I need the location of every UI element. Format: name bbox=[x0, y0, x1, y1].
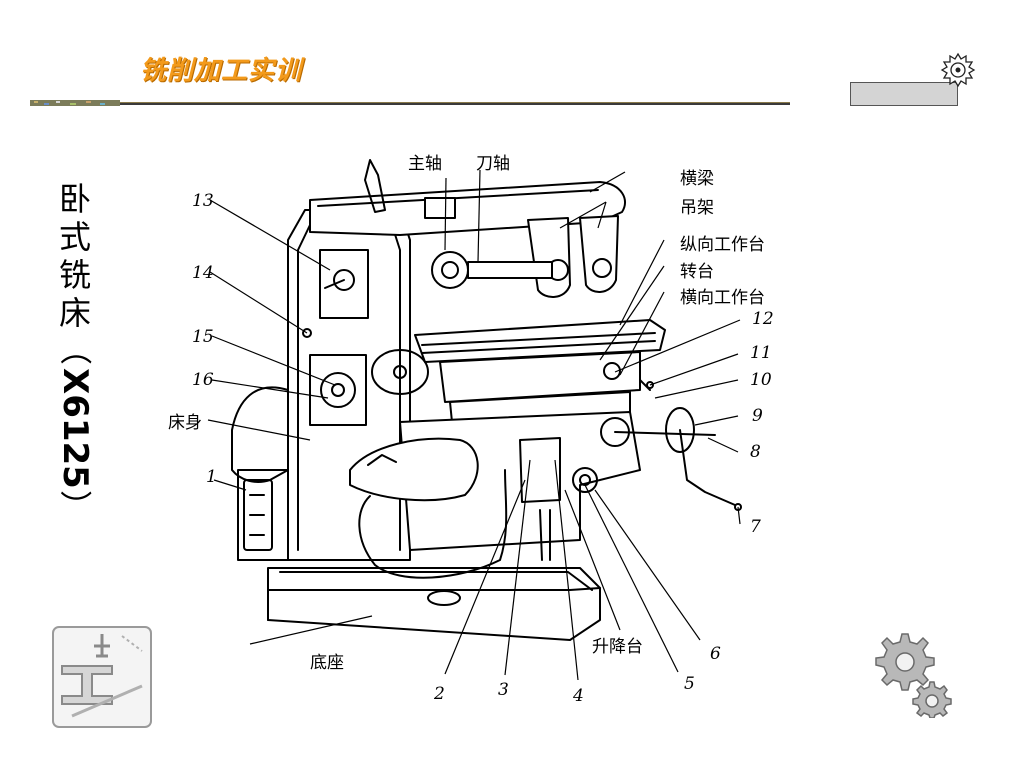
side-title-open-paren: （ bbox=[56, 332, 94, 365]
callout-number: 4 bbox=[573, 686, 584, 706]
label-spindle: 主轴 bbox=[408, 154, 442, 174]
saw-gear-icon bbox=[940, 52, 976, 88]
label-arbor: 刀轴 bbox=[476, 154, 510, 174]
label-swivel-table: 转台 bbox=[680, 262, 714, 282]
callout-number: 10 bbox=[750, 370, 772, 390]
crane-logo-icon bbox=[52, 626, 152, 728]
side-title: 卧 式 铣 床 （ X6125 ） bbox=[55, 180, 95, 523]
header-rule bbox=[30, 100, 790, 106]
callout-number: 16 bbox=[192, 370, 214, 390]
label-crossbeam: 横梁 bbox=[680, 169, 714, 189]
callout-number: 7 bbox=[750, 517, 761, 537]
callout-number: 9 bbox=[752, 406, 763, 426]
callout-number: 3 bbox=[498, 680, 509, 700]
label-column: 床身 bbox=[168, 413, 202, 433]
label-transverse-table: 横向工作台 bbox=[680, 288, 765, 308]
side-title-model: X6125 bbox=[55, 368, 95, 489]
callout-number: 11 bbox=[750, 343, 772, 363]
callout-number: 1 bbox=[206, 467, 217, 487]
header-box bbox=[850, 82, 958, 106]
side-title-char: 式 bbox=[58, 218, 91, 256]
side-title-char: 铣 bbox=[58, 256, 91, 294]
callout-number: 12 bbox=[752, 309, 774, 329]
callout-number: 2 bbox=[434, 684, 445, 704]
label-longitudinal-table: 纵向工作台 bbox=[680, 235, 765, 255]
label-knee: 升降台 bbox=[592, 637, 643, 657]
side-title-char: 卧 bbox=[58, 180, 91, 218]
label-base: 底座 bbox=[310, 653, 344, 673]
side-title-close-paren: ） bbox=[56, 489, 94, 522]
callout-number: 6 bbox=[710, 644, 721, 664]
milling-machine-drawing bbox=[207, 159, 742, 681]
label-hanger: 吊架 bbox=[680, 198, 714, 218]
callout-number: 5 bbox=[684, 674, 695, 694]
callout-number: 15 bbox=[192, 327, 214, 347]
side-title-char: 床 bbox=[58, 294, 91, 332]
gears-icon bbox=[875, 633, 952, 718]
callout-number: 13 bbox=[192, 191, 214, 211]
callout-number: 14 bbox=[192, 263, 214, 283]
callout-number: 8 bbox=[750, 442, 761, 462]
header-title: 铣削加工实训 bbox=[140, 56, 303, 86]
